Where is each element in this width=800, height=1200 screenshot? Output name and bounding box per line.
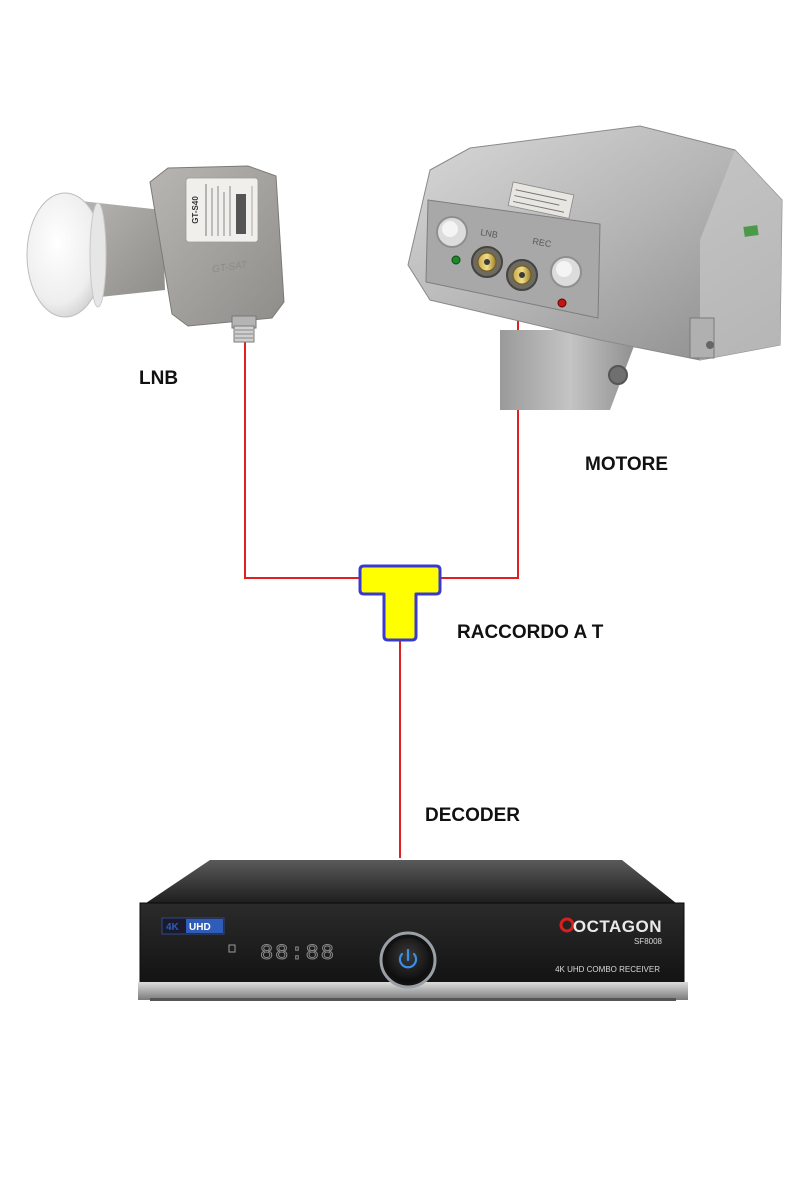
decoder-subtitle-text: 4K UHD COMBO RECEIVER [555,965,660,974]
decoder-brand-text: OCTAGON [573,917,662,936]
motor-connector-panel [425,199,601,319]
power-icon [398,948,418,969]
motor-led-red [557,298,567,308]
tee-connector-icon [358,564,442,642]
power-button[interactable] [379,931,437,989]
motor-lnb-connector [471,246,503,278]
decoder-device: 4K UHD 88:88 OCTAGON SF8008 4K UHD COMBO… [138,860,688,1001]
lnb-model-text: GT-S40 [191,196,200,224]
badge-uhd-text: UHD [189,922,211,933]
motor-port-lnb-label: LNB [480,227,499,240]
decoder-model-text: SF8008 [634,937,663,946]
motor-device: LNB REC [407,125,783,410]
motor-label: MOTORE [585,454,669,475]
decoder-4k-uhd-badge: 4K UHD [161,917,225,935]
decoder-display: 88:88 [260,941,336,966]
tee-connector-label: RACCORDO A T [457,622,604,643]
lnb-f-connector [231,315,257,343]
motor-sticker [507,181,575,219]
decoder-base [138,982,688,1000]
lnb-label: LNB [139,368,179,389]
motor-port-rec-label: REC [532,236,553,249]
motor-arm [500,330,640,410]
decoder-label: DECODER [425,805,521,826]
octagon-logo: OCTAGON [559,917,662,936]
badge-4k-text: 4K [166,922,180,933]
lnb-sticker: GT-S40 [185,177,259,243]
motor-led-green [451,255,461,265]
lnb-brand-mark: GT-SAT [212,260,249,276]
decoder-top [146,860,676,903]
lnb-device: GT-S40 GT-SAT [26,165,285,343]
motor-rec-connector [506,259,538,291]
card-slot-icon [228,944,236,953]
cable-lnb-to-tee [244,340,362,579]
